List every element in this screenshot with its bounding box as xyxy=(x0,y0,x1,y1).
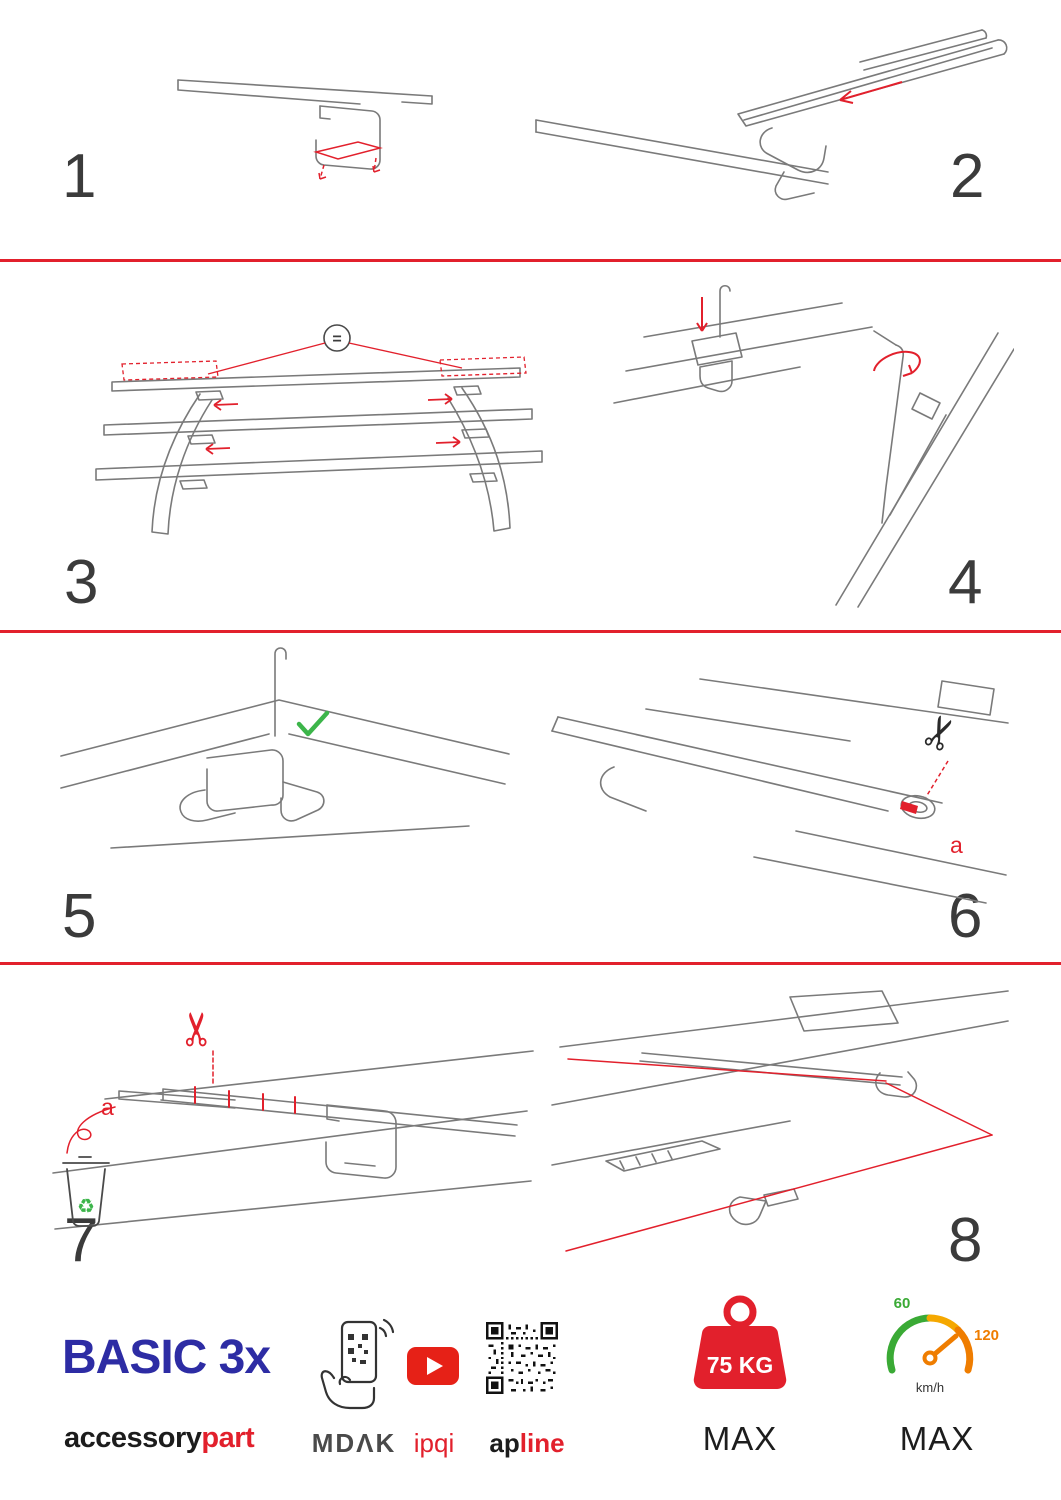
section-divider-1 xyxy=(0,259,1061,262)
weight-max-label: MAX xyxy=(702,1420,778,1457)
mdak-logo: MDΛK xyxy=(311,1428,397,1458)
slide-arrow-icon xyxy=(839,81,903,104)
section-divider-3 xyxy=(0,962,1061,965)
apline-logo: apline xyxy=(482,1428,572,1459)
final-assembly-drawing xyxy=(551,990,1009,1226)
strip-cut-drawing xyxy=(551,678,1009,904)
alignment-lines xyxy=(565,1058,993,1252)
measure-box-right xyxy=(439,356,527,377)
equals-symbol: = xyxy=(332,331,341,348)
weight-body xyxy=(693,1325,787,1390)
step-2-number: 2 xyxy=(950,142,986,211)
rack-assembly-drawing xyxy=(95,367,543,535)
weight-value: 75 KG xyxy=(707,1352,773,1378)
step-7-illustration: ✂ a ♻ xyxy=(52,1010,534,1230)
speedometer-gauge xyxy=(886,1314,974,1374)
pad-insert-guide xyxy=(313,141,383,180)
crossbar-slide-drawing xyxy=(535,29,1008,201)
speed-tick-high: 120 xyxy=(974,1327,999,1344)
weight-limit-icon: 75 KG xyxy=(693,1295,787,1390)
apline-logo-red: line xyxy=(519,1428,565,1458)
qr-code xyxy=(486,1322,558,1394)
phone-screen-qr xyxy=(348,1334,368,1364)
equals-badge xyxy=(323,324,351,352)
youtube-icon xyxy=(407,1347,459,1385)
weight-ring xyxy=(723,1295,757,1329)
ipqi-logo: ipqi xyxy=(413,1428,455,1458)
cut-marks xyxy=(66,1050,296,1154)
clamp-check-drawing xyxy=(60,647,510,849)
section-divider-2 xyxy=(0,630,1061,633)
qr-scan-phone-icon xyxy=(320,1318,395,1410)
measure-box-left xyxy=(121,360,219,381)
tighten-drawing xyxy=(613,284,1014,608)
rubber-strip-end xyxy=(900,801,918,814)
trim-discard-drawing xyxy=(52,1050,534,1230)
speed-limit-icon: 60 120 km/h xyxy=(886,1295,999,1395)
rotate-arrow-icon xyxy=(873,350,921,377)
step-5-number: 5 xyxy=(62,882,98,951)
step-4-number: 4 xyxy=(948,548,984,617)
brand-wordmark-red: part xyxy=(201,1422,255,1454)
step-7-number: 7 xyxy=(64,1206,100,1275)
speed-unit-label: km/h xyxy=(916,1380,944,1395)
speed-tick-low: 60 xyxy=(894,1295,911,1312)
product-name: BASIC 3x xyxy=(62,1331,271,1384)
brand-wordmark-black: accessory xyxy=(64,1422,202,1454)
strip-label-a: a xyxy=(101,1094,114,1120)
step-8-number: 8 xyxy=(948,1206,984,1275)
adjust-arrows xyxy=(205,393,461,455)
step-3-illustration: = xyxy=(95,324,543,535)
step-8-illustration xyxy=(551,990,1009,1252)
down-arrow-icon xyxy=(696,297,708,332)
step-2-illustration xyxy=(535,29,1008,201)
scissors-icon: ✂ xyxy=(911,706,971,760)
step-6-illustration: ✂ a xyxy=(551,678,1009,904)
step-3-number: 3 xyxy=(64,548,100,617)
equal-spacing-annotation: = xyxy=(121,324,527,455)
strip-label-a: a xyxy=(950,832,963,858)
check-icon xyxy=(296,710,330,737)
speed-max-label: MAX xyxy=(899,1420,975,1457)
step-1-number: 1 xyxy=(62,142,98,211)
step-4-illustration xyxy=(613,284,1014,608)
step-5-illustration xyxy=(60,647,510,849)
cut-line xyxy=(925,760,949,798)
recycle-icon: ♻ xyxy=(77,1196,95,1218)
insert-and-turn-arrows xyxy=(696,297,921,377)
scissors-icon: ✂ xyxy=(171,1010,223,1049)
trash-icon xyxy=(62,1156,110,1227)
brand-wordmark: accessorypart xyxy=(64,1422,255,1455)
roof-rail-drawing xyxy=(177,79,433,170)
step-1-illustration xyxy=(177,79,433,180)
apline-logo-black: ap xyxy=(489,1428,520,1458)
